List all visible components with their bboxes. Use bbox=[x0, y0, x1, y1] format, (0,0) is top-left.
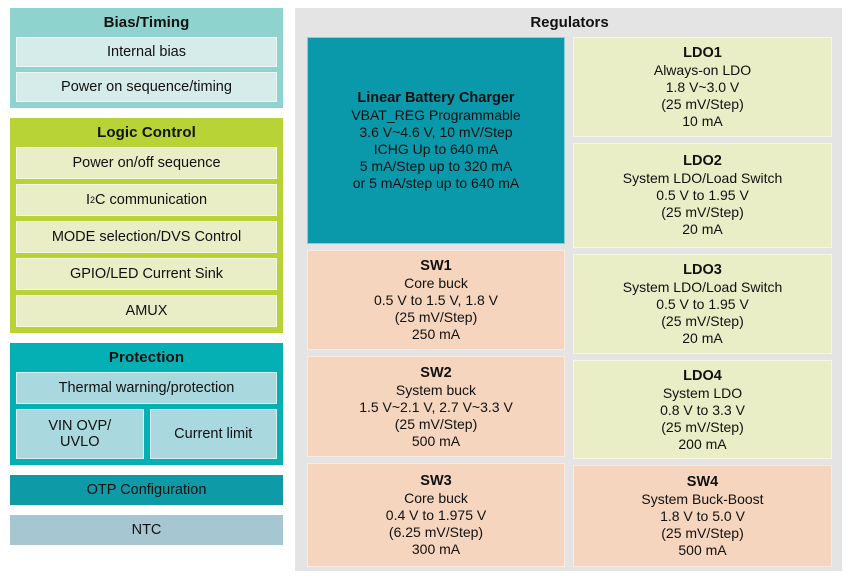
card-title: SW1 bbox=[420, 257, 452, 274]
block-vin-ovp-uvlo[interactable]: VIN OVP/ UVLO bbox=[16, 409, 144, 459]
card-title: LDO1 bbox=[683, 44, 722, 61]
card-line: 10 mA bbox=[682, 112, 723, 129]
card-line: (25 mV/Step) bbox=[394, 415, 478, 432]
card-line: 1.8 V~3.0 V bbox=[665, 78, 740, 95]
block-current-limit[interactable]: Current limit bbox=[149, 409, 277, 459]
regulators-panel: Regulators Linear Battery Charger VBAT_R… bbox=[295, 8, 842, 571]
block-gpio-led-current-sink[interactable]: GPIO/LED Current Sink bbox=[16, 258, 277, 290]
card-line: 3.6 V~4.6 V, 10 mV/Step bbox=[359, 123, 513, 140]
block-amux[interactable]: AMUX bbox=[16, 295, 277, 327]
vin-ovp-line1: VIN OVP/ bbox=[48, 418, 112, 434]
card-line: 0.5 V to 1.95 V bbox=[656, 295, 749, 312]
card-line: (25 mV/Step) bbox=[661, 95, 744, 112]
card-title: SW2 bbox=[420, 364, 452, 381]
i2c-suffix: C communication bbox=[95, 192, 208, 208]
block-internal-bias[interactable]: Internal bias bbox=[16, 37, 277, 67]
block-power-on-off-sequence[interactable]: Power on/off sequence bbox=[16, 147, 277, 179]
card-line: or 5 mA/step up to 640 mA bbox=[352, 174, 520, 191]
regulators-column-right: LDO1 Always-on LDO 1.8 V~3.0 V (25 mV/St… bbox=[573, 37, 832, 567]
card-line: System LDO bbox=[662, 384, 743, 401]
card-line: System Buck-Boost bbox=[641, 491, 764, 508]
block-thermal-warning-protection[interactable]: Thermal warning/protection bbox=[16, 372, 277, 404]
i2c-prefix: I bbox=[85, 192, 90, 208]
group-protection: Protection Thermal warning/protection VI… bbox=[10, 343, 283, 465]
card-line: 0.4 V to 1.975 V bbox=[385, 507, 487, 524]
block-ntc[interactable]: NTC bbox=[10, 515, 283, 545]
card-line: 1.5 V~2.1 V, 2.7 V~3.3 V bbox=[359, 398, 513, 415]
card-line: 0.8 V to 3.3 V bbox=[660, 401, 745, 418]
card-line: Core buck bbox=[404, 274, 468, 291]
card-linear-battery-charger[interactable]: Linear Battery Charger VBAT_REG Programm… bbox=[307, 37, 565, 244]
card-line: System buck bbox=[395, 381, 477, 398]
card-line: ICHG Up to 640 mA bbox=[373, 140, 499, 157]
card-ldo2[interactable]: LDO2 System LDO/Load Switch 0.5 V to 1.9… bbox=[573, 142, 832, 249]
card-line: System LDO/Load Switch bbox=[622, 170, 783, 187]
card-sw1[interactable]: SW1 Core buck 0.5 V to 1.5 V, 1.8 V (25 … bbox=[307, 249, 565, 351]
card-title: SW4 bbox=[686, 474, 719, 491]
group-title-bias-timing: Bias/Timing bbox=[103, 14, 190, 31]
card-ldo4[interactable]: LDO4 System LDO 0.8 V to 3.3 V (25 mV/St… bbox=[573, 359, 832, 460]
group-title-logic-control: Logic Control bbox=[97, 124, 196, 141]
panel-title-regulators: Regulators bbox=[530, 14, 609, 31]
regulators-grid: Linear Battery Charger VBAT_REG Programm… bbox=[307, 37, 832, 567]
card-line: (25 mV/Step) bbox=[661, 525, 744, 542]
card-line: 20 mA bbox=[682, 329, 723, 346]
card-line: 0.5 V to 1.95 V bbox=[656, 187, 749, 204]
card-sw3[interactable]: SW3 Core buck 0.4 V to 1.975 V (6.25 mV/… bbox=[307, 463, 565, 567]
block-power-on-sequence-timing[interactable]: Power on sequence/timing bbox=[16, 72, 277, 102]
card-line: (25 mV/Step) bbox=[661, 204, 744, 221]
card-line: 300 mA bbox=[411, 541, 461, 558]
card-sw2[interactable]: SW2 System buck 1.5 V~2.1 V, 2.7 V~3.3 V… bbox=[307, 356, 565, 458]
card-title: Linear Battery Charger bbox=[357, 89, 515, 106]
card-line: (25 mV/Step) bbox=[661, 418, 744, 435]
protection-row: VIN OVP/ UVLO Current limit bbox=[16, 409, 277, 459]
card-title: LDO4 bbox=[683, 367, 722, 384]
block-otp-configuration[interactable]: OTP Configuration bbox=[10, 475, 283, 505]
card-ldo1[interactable]: LDO1 Always-on LDO 1.8 V~3.0 V (25 mV/St… bbox=[573, 37, 832, 137]
card-line: System LDO/Load Switch bbox=[622, 278, 783, 295]
card-ldo3[interactable]: LDO3 System LDO/Load Switch 0.5 V to 1.9… bbox=[573, 254, 832, 354]
card-line: 500 mA bbox=[411, 432, 461, 449]
vin-ovp-line2: UVLO bbox=[59, 434, 100, 450]
card-line: 20 mA bbox=[682, 221, 723, 238]
card-line: 5 mA/Step up to 320 mA bbox=[359, 157, 513, 174]
card-line: VBAT_REG Programmable bbox=[351, 106, 521, 123]
card-line: 200 mA bbox=[678, 435, 727, 452]
card-sw4[interactable]: SW4 System Buck-Boost 1.8 V to 5.0 V (25… bbox=[573, 465, 832, 567]
card-line: 0.5 V to 1.5 V, 1.8 V bbox=[373, 291, 499, 308]
card-title: LDO3 bbox=[683, 261, 722, 278]
card-line: Always-on LDO bbox=[653, 61, 752, 78]
card-title: SW3 bbox=[420, 473, 452, 490]
card-line: (25 mV/Step) bbox=[394, 308, 478, 325]
card-line: Core buck bbox=[404, 490, 468, 507]
regulators-column-left: Linear Battery Charger VBAT_REG Programm… bbox=[307, 37, 565, 567]
group-bias-timing: Bias/Timing Internal bias Power on seque… bbox=[10, 8, 283, 108]
block-mode-selection-dvs-control[interactable]: MODE selection/DVS Control bbox=[16, 221, 277, 253]
card-line: 1.8 V to 5.0 V bbox=[660, 508, 745, 525]
card-line: 250 mA bbox=[411, 325, 461, 342]
left-column: Bias/Timing Internal bias Power on seque… bbox=[10, 8, 283, 545]
card-title: LDO2 bbox=[683, 153, 722, 170]
card-line: 500 mA bbox=[678, 542, 727, 559]
card-line: (6.25 mV/Step) bbox=[388, 524, 484, 541]
group-title-protection: Protection bbox=[108, 349, 185, 366]
card-line: (25 mV/Step) bbox=[661, 312, 744, 329]
